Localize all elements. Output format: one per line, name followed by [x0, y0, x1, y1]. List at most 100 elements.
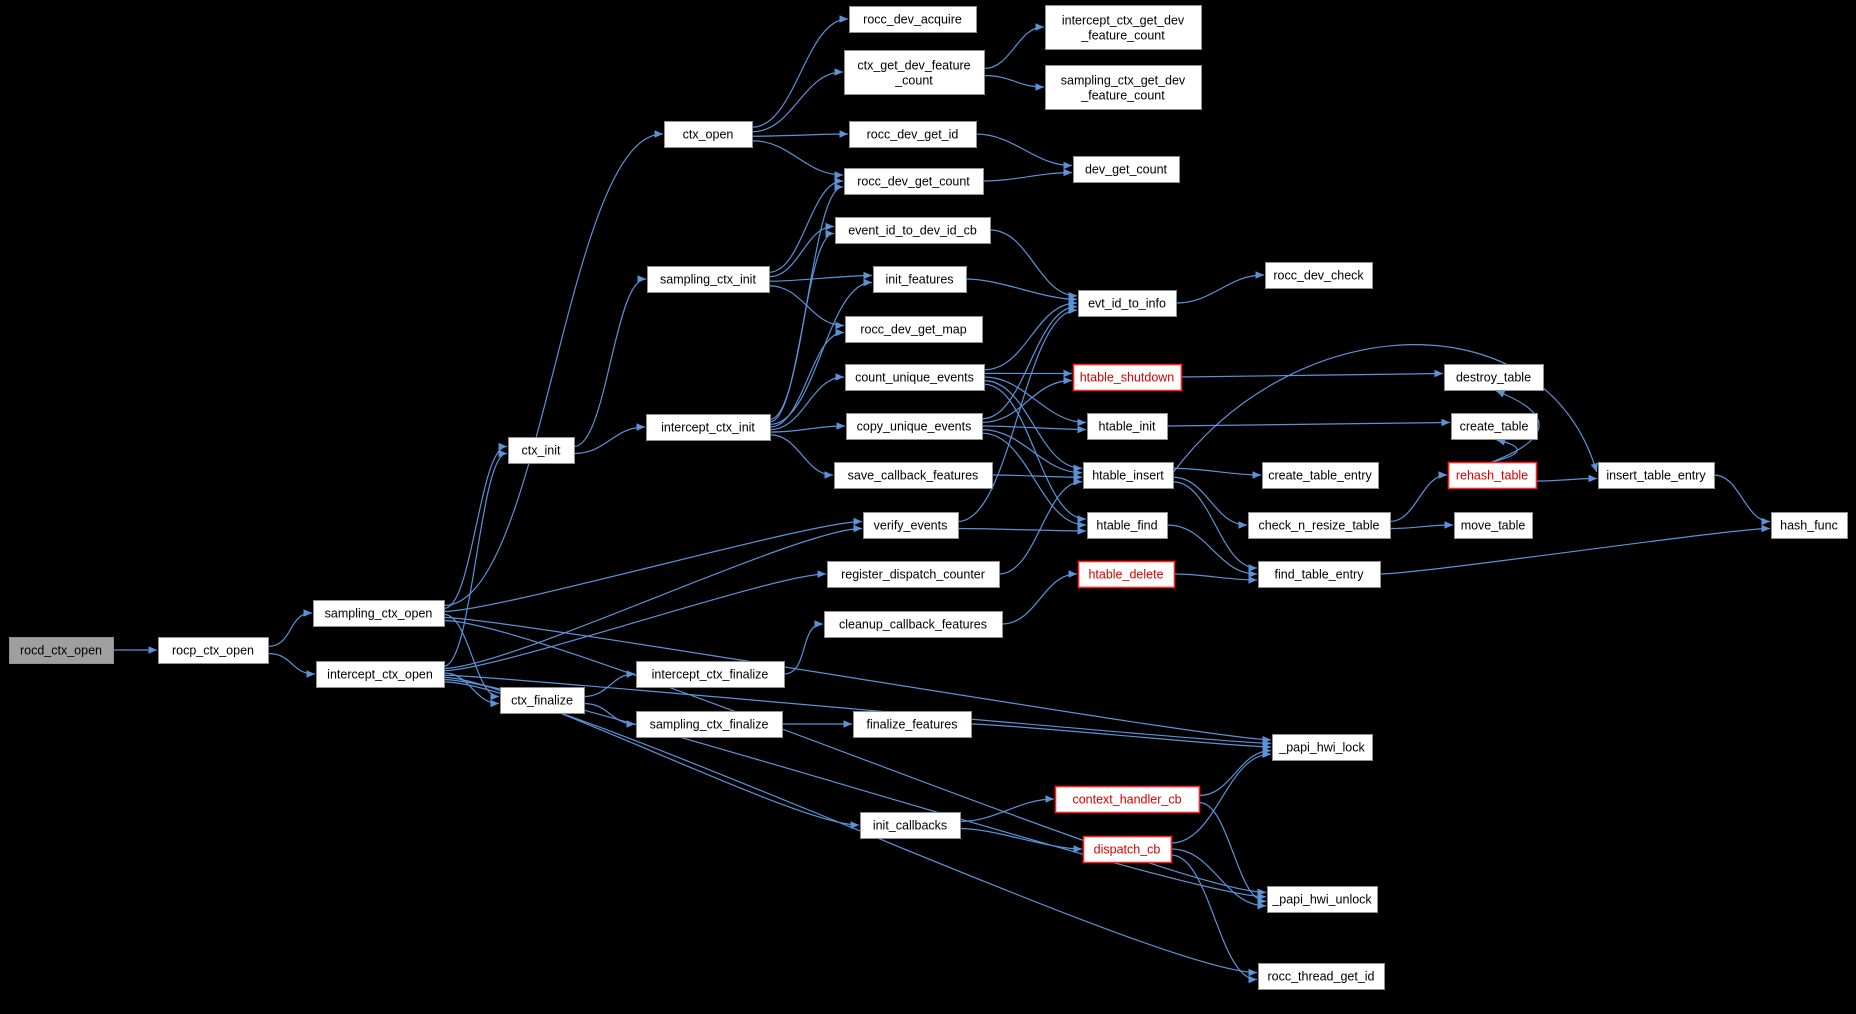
node-layer: rocd_ctx_open rocp_ctx_open sampling_ctx_o…	[9, 5, 1848, 990]
edge-intercept_ctx_init--rocc_dev_get_map	[769, 328, 845, 428]
node-save_callback_features[interactable]: save_callback_features	[834, 462, 993, 489]
node-label-htable_shutdown: htable_shutdown	[1080, 371, 1175, 385]
node-event_id_to_dev_id_cb[interactable]: event_id_to_dev_id_cb	[835, 217, 991, 244]
node-sampling_ctx_init[interactable]: sampling_ctx_init	[647, 266, 770, 293]
node-intercept_ctx_init[interactable]: intercept_ctx_init	[646, 414, 771, 441]
node-insert_table_entry[interactable]: insert_table_entry	[1598, 462, 1715, 489]
node-find_table_entry[interactable]: find_table_entry	[1258, 561, 1381, 588]
node-ctx_get_dev_feature_count[interactable]: ctx_get_dev_feature_count	[844, 50, 985, 95]
edge-copy_unique_events--htable_shutdown	[981, 376, 1073, 423]
edge-sampling_ctx_init--init_features	[768, 271, 873, 282]
node-label-rocd_ctx_open: rocd_ctx_open	[20, 644, 102, 658]
edge-htable_delete--find_table_entry	[1173, 573, 1258, 584]
node-intercept_ctx_finalize[interactable]: intercept_ctx_finalize	[636, 661, 785, 688]
edge-context_handler_cb--_papi_hwi_lock	[1198, 746, 1272, 797]
edge-intercept_ctx_open--rocc_thread_get_id	[443, 681, 1258, 977]
node-verify_events[interactable]: verify_events	[863, 512, 959, 539]
node-evt_id_to_info[interactable]: evt_id_to_info	[1078, 290, 1177, 317]
node-rehash_table[interactable]: rehash_table	[1447, 461, 1538, 490]
node-htable_insert[interactable]: htable_insert	[1083, 462, 1174, 489]
node-label-check_n_resize_table: check_n_resize_table	[1259, 519, 1380, 533]
edge-rocp_ctx_open--intercept_ctx_open	[267, 652, 316, 678]
edge-ctx_finalize--sampling_ctx_finalize	[583, 702, 636, 728]
node-rocp_ctx_open[interactable]: rocp_ctx_open	[158, 637, 269, 664]
node-dispatch_cb[interactable]: dispatch_cb	[1082, 835, 1173, 864]
node-label-create_table: create_table	[1460, 420, 1529, 434]
node-label-htable_find: htable_find	[1096, 519, 1157, 533]
edge-ctx_get_dev_feature_count--intercept_ctx_get_dev_feature_count	[983, 23, 1045, 70]
node-intercept_ctx_get_dev_feature_count[interactable]: intercept_ctx_get_dev_feature_count	[1045, 5, 1202, 50]
edge-sampling_ctx_open--_papi_hwi_lock	[443, 616, 1272, 744]
node-htable_find[interactable]: htable_find	[1087, 512, 1168, 539]
node-htable_shutdown[interactable]: htable_shutdown	[1072, 363, 1183, 392]
edge-check_n_resize_table--rehash_table	[1389, 471, 1448, 523]
edge-rehash_table--destroy_table	[1491, 390, 1540, 463]
node-move_table[interactable]: move_table	[1454, 512, 1533, 539]
node-label-sampling_ctx_open: sampling_ctx_open	[325, 607, 433, 621]
node-ctx_init[interactable]: ctx_init	[508, 437, 575, 464]
edge-rocc_dev_get_count--dev_get_count	[982, 168, 1073, 182]
node-label-cleanup_callback_features: cleanup_callback_features	[839, 618, 987, 632]
node-rocc_dev_get_count[interactable]: rocc_dev_get_count	[844, 168, 984, 195]
node-rocc_dev_check[interactable]: rocc_dev_check	[1265, 262, 1373, 289]
node-htable_delete[interactable]: htable_delete	[1077, 560, 1176, 589]
node-check_n_resize_table[interactable]: check_n_resize_table	[1248, 512, 1391, 539]
node-destroy_table[interactable]: destroy_table	[1444, 364, 1544, 391]
node-create_table_entry[interactable]: create_table_entry	[1262, 462, 1379, 489]
edge-context_handler_cb--_papi_hwi_unlock	[1198, 801, 1267, 906]
edge-evt_id_to_info--rocc_dev_check	[1175, 271, 1265, 304]
edge-rocc_dev_get_id--dev_get_count	[975, 133, 1073, 170]
node-copy_unique_events[interactable]: copy_unique_events	[846, 413, 983, 440]
node-label-copy_unique_events: copy_unique_events	[857, 420, 972, 434]
node-label-sampling_ctx_init: sampling_ctx_init	[660, 273, 756, 287]
edge-dispatch_cb--rocc_thread_get_id	[1170, 854, 1258, 984]
edge-htable_insert--find_table_entry	[1172, 481, 1258, 572]
node-sampling_ctx_open[interactable]: sampling_ctx_open	[313, 600, 445, 627]
node-label-verify_events: verify_events	[874, 519, 948, 533]
edge-count_unique_events--htable_insert	[983, 380, 1083, 473]
node-init_callbacks[interactable]: init_callbacks	[860, 812, 961, 839]
node-rocc_dev_get_id[interactable]: rocc_dev_get_id	[849, 121, 977, 148]
edge-htable_shutdown--destroy_table	[1180, 369, 1444, 378]
node-init_features[interactable]: init_features	[873, 266, 967, 293]
node-label-finalize_features: finalize_features	[866, 718, 957, 732]
edge-intercept_ctx_open--register_dispatch_counter	[443, 570, 827, 672]
edge-intercept_ctx_open--_papi_hwi_lock	[443, 674, 1272, 748]
node-register_dispatch_counter[interactable]: register_dispatch_counter	[827, 561, 1000, 588]
node-_papi_hwi_lock[interactable]: _papi_hwi_lock	[1272, 734, 1373, 761]
node-label-count_unique_events: count_unique_events	[855, 371, 974, 385]
edge-check_n_resize_table--move_table	[1389, 521, 1454, 530]
node-rocc_thread_get_id[interactable]: rocc_thread_get_id	[1258, 963, 1385, 990]
edge-intercept_ctx_init--save_callback_features	[769, 434, 834, 479]
node-dev_get_count[interactable]: dev_get_count	[1073, 156, 1180, 183]
node-create_table[interactable]: create_table	[1451, 413, 1538, 440]
node-htable_init[interactable]: htable_init	[1087, 413, 1168, 440]
node-label-dispatch_cb: dispatch_cb	[1094, 843, 1161, 857]
node-cleanup_callback_features[interactable]: cleanup_callback_features	[824, 611, 1003, 638]
edge-intercept_ctx_open--ctx_finalize	[443, 672, 500, 708]
node-rocc_dev_get_map[interactable]: rocc_dev_get_map	[845, 316, 983, 343]
node-hash_func[interactable]: hash_func	[1771, 512, 1848, 539]
node-_papi_hwi_unlock[interactable]: _papi_hwi_unlock	[1267, 886, 1378, 913]
edge-rocp_ctx_open--sampling_ctx_open	[267, 609, 313, 648]
edge-copy_unique_events--htable_find	[981, 432, 1087, 529]
node-ctx_open[interactable]: ctx_open	[664, 121, 753, 148]
node-context_handler_cb[interactable]: context_handler_cb	[1054, 785, 1201, 814]
node-rocd_ctx_open[interactable]: rocd_ctx_open	[9, 637, 114, 664]
node-sampling_ctx_finalize[interactable]: sampling_ctx_finalize	[636, 711, 783, 738]
node-intercept_ctx_open[interactable]: intercept_ctx_open	[316, 661, 445, 688]
edge-register_dispatch_counter--htable_insert	[998, 477, 1083, 575]
node-label-init_callbacks: init_callbacks	[873, 819, 947, 833]
node-ctx_finalize[interactable]: ctx_finalize	[500, 687, 585, 714]
node-rocc_dev_acquire[interactable]: rocc_dev_acquire	[849, 6, 977, 33]
node-sampling_ctx_get_dev_feature_count[interactable]: sampling_ctx_get_dev_feature_count	[1045, 65, 1202, 110]
edge-sampling_ctx_open--ctx_finalize	[443, 613, 500, 701]
node-label-sampling_ctx_get_dev_feature_count: sampling_ctx_get_dev_feature_count	[1061, 74, 1186, 103]
node-label-rehash_table: rehash_table	[1456, 469, 1528, 483]
node-count_unique_events[interactable]: count_unique_events	[845, 364, 985, 391]
node-label-context_handler_cb: context_handler_cb	[1072, 793, 1181, 807]
node-finalize_features[interactable]: finalize_features	[853, 711, 972, 738]
node-label-register_dispatch_counter: register_dispatch_counter	[841, 568, 985, 582]
